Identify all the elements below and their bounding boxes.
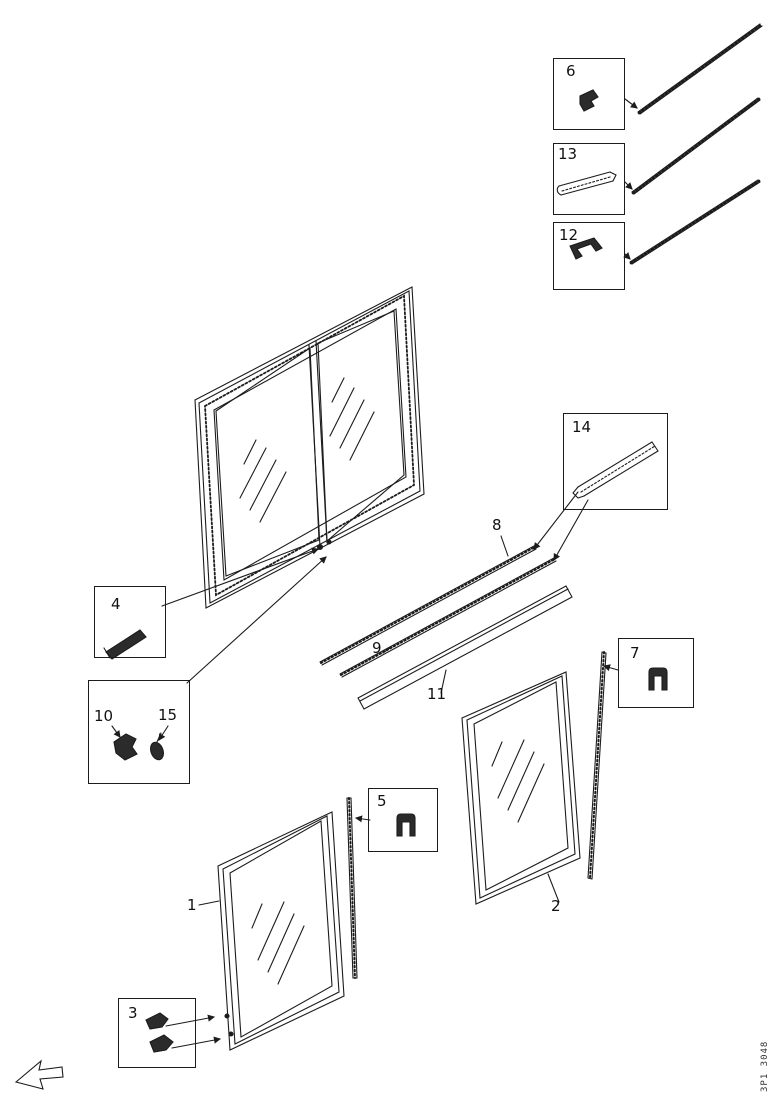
run-channel-art-7 bbox=[587, 651, 607, 880]
clip-part-art-5 bbox=[396, 813, 416, 837]
glass-pane-art-2 bbox=[461, 671, 581, 905]
callout-box-13 bbox=[553, 143, 625, 215]
part-number-11: 11 bbox=[427, 685, 447, 703]
part-number-8: 8 bbox=[492, 516, 502, 534]
seal-strip-art-9 bbox=[339, 557, 557, 678]
part-number-4: 4 bbox=[111, 595, 121, 613]
molding-part-art-13 bbox=[556, 171, 617, 196]
seal-strip-art-8 bbox=[319, 545, 537, 666]
callout-box-7 bbox=[618, 638, 694, 708]
part-number-10: 10 bbox=[94, 707, 114, 725]
part-number-2: 2 bbox=[551, 897, 561, 915]
latch-parts-art-3 bbox=[145, 1012, 174, 1053]
part-number-3: 3 bbox=[128, 1004, 138, 1022]
run-channel-art-5 bbox=[346, 797, 358, 979]
rail-art-part-13 bbox=[631, 97, 761, 195]
part-number-9: 9 bbox=[372, 639, 382, 657]
rail-art-part-6 bbox=[637, 23, 763, 115]
part-number-6: 6 bbox=[566, 62, 576, 80]
part-number-13: 13 bbox=[558, 145, 578, 163]
doc-code-text: 3P1 3048 bbox=[760, 1041, 770, 1092]
part-number-1: 1 bbox=[187, 896, 197, 914]
clip-part-art-7 bbox=[648, 667, 668, 691]
part-number-15: 15 bbox=[158, 706, 178, 724]
window-assembly-art bbox=[194, 286, 425, 609]
rail-part-art-14 bbox=[572, 441, 659, 499]
callout-box-12 bbox=[553, 222, 625, 290]
leader-lines bbox=[161, 98, 638, 1049]
glass-pane-art-1 bbox=[217, 811, 345, 1051]
callout-box-3 bbox=[118, 998, 196, 1068]
callout-box-5 bbox=[368, 788, 438, 852]
part-number-14: 14 bbox=[572, 418, 592, 436]
part-number-12: 12 bbox=[559, 226, 579, 244]
latch-parts-art-10-15 bbox=[111, 725, 169, 761]
ledge-strip-art-11 bbox=[357, 585, 573, 710]
callout-box-14 bbox=[563, 413, 668, 510]
bracket-part-art-4 bbox=[103, 629, 147, 660]
callout-box-6 bbox=[553, 58, 625, 130]
part-number-5: 5 bbox=[377, 792, 387, 810]
callout-box-4 bbox=[94, 586, 166, 658]
clip-part-art-6 bbox=[579, 89, 599, 112]
rail-art-part-12 bbox=[629, 179, 761, 265]
direction-arrow-icon bbox=[14, 1059, 64, 1090]
callout-box-10-15 bbox=[88, 680, 190, 784]
channel-part-art-12 bbox=[569, 237, 603, 260]
part-number-7: 7 bbox=[630, 644, 640, 662]
